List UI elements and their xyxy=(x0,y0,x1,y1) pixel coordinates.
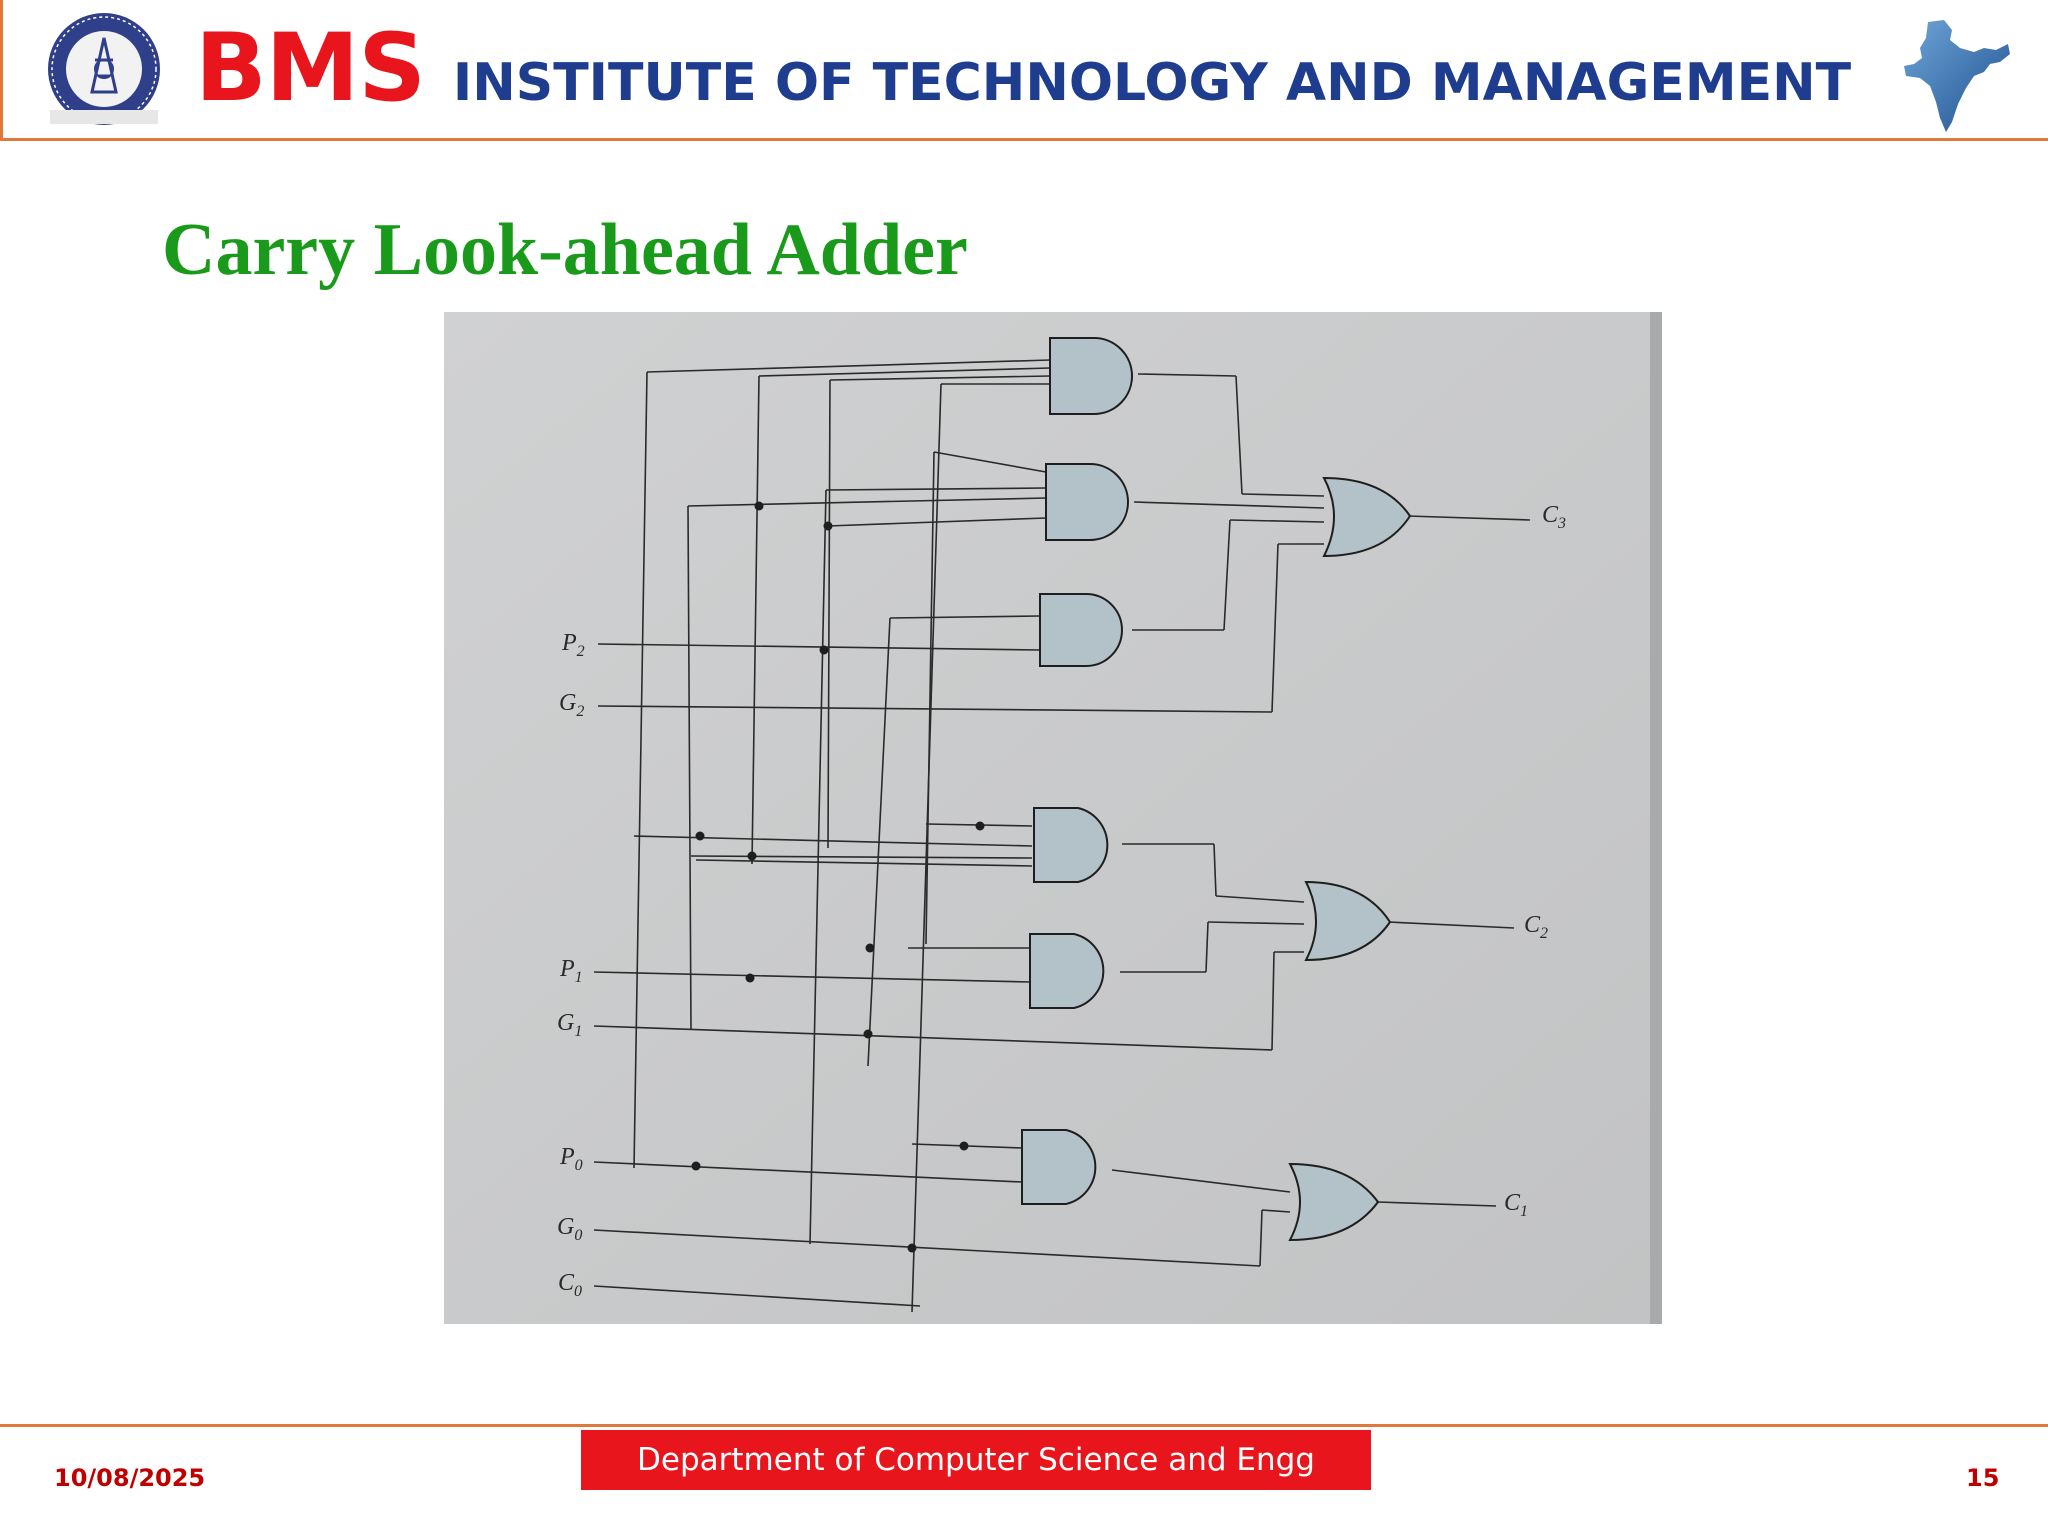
slide-page-number: 15 xyxy=(1966,1464,2000,1492)
and-gate-c3-1 xyxy=(1049,337,1133,415)
or-gate-c3 xyxy=(1322,476,1412,558)
footer-divider xyxy=(0,1424,2048,1427)
and-gate-c1 xyxy=(1021,1129,1097,1205)
brand-institute-text: INSTITUTE OF TECHNOLOGY AND MANAGEMENT xyxy=(452,53,1852,113)
and-gate-c3-2 xyxy=(1045,463,1129,541)
input-label-p1: P1 xyxy=(559,956,583,986)
india-map-icon xyxy=(1904,20,2010,132)
output-label-c3: C3 xyxy=(1542,502,1566,532)
input-label-g2: G2 xyxy=(559,690,584,720)
header-left-rule xyxy=(0,0,3,138)
output-label-c1: C1 xyxy=(1504,1190,1528,1220)
brand-bms: BMS xyxy=(195,14,426,123)
and-gate-c2-2 xyxy=(1029,933,1105,1009)
and-gate-c3-3 xyxy=(1039,593,1123,667)
or-gate-c1 xyxy=(1288,1162,1380,1242)
slide-header: BMS INSTITUTE OF TECHNOLOGY AND MANAGEME… xyxy=(0,0,2048,141)
and-gate-c2-1 xyxy=(1033,807,1109,883)
footer-date: 10/08/2025 xyxy=(54,1464,206,1492)
header-divider xyxy=(0,138,2048,141)
or-gate-c2 xyxy=(1304,880,1392,962)
input-label-c0: C0 xyxy=(558,1270,582,1300)
input-label-p0: P0 xyxy=(559,1144,583,1174)
slide-title: Carry Look-ahead Adder xyxy=(162,209,968,291)
institute-name: BMS INSTITUTE OF TECHNOLOGY AND MANAGEME… xyxy=(195,14,1852,123)
input-label-g1: G1 xyxy=(557,1010,582,1040)
junction-dots xyxy=(691,501,985,1253)
carry-lookahead-circuit-diagram: P2 G2 P1 G1 P0 G0 C0 C3 C2 C1 xyxy=(444,312,1662,1324)
input-label-p2: P2 xyxy=(561,630,585,660)
input-label-g0: G0 xyxy=(557,1214,582,1244)
output-label-c2: C2 xyxy=(1524,912,1548,942)
institute-emblem-icon xyxy=(48,13,160,125)
footer-department: Department of Computer Science and Engg xyxy=(581,1430,1371,1490)
circuit-wires xyxy=(593,359,1531,1313)
